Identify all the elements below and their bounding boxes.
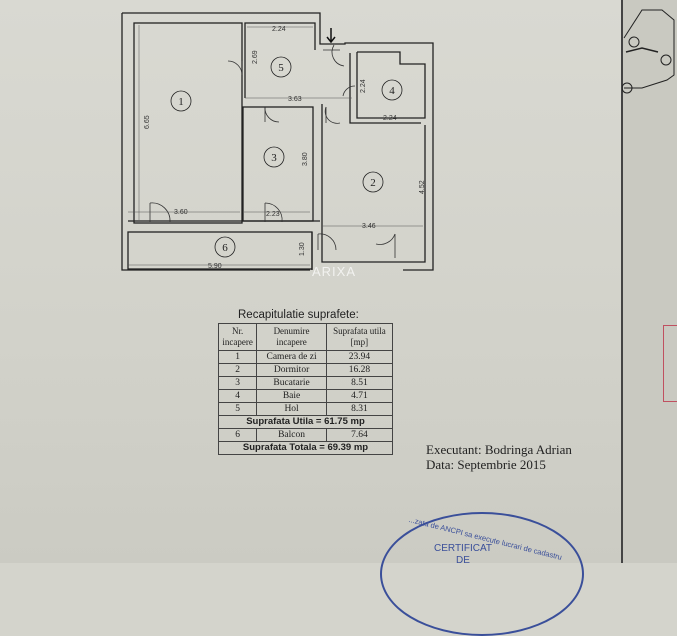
row-name: Dormitor: [256, 363, 327, 377]
dim-dormitor-width: 3.46: [362, 223, 376, 230]
row-area: 16.28: [325, 363, 394, 377]
margin-mark: [663, 325, 677, 402]
doors: [149, 44, 396, 258]
entrance-arrow-icon: [326, 28, 336, 44]
dim-baie-width: 2.24: [383, 115, 397, 122]
table-header-row: Nr. incapere Denumire incapere Suprafata…: [217, 323, 394, 351]
header-nr: Nr. incapere: [217, 323, 258, 351]
dimension-labels: 2.24 2.69 6.65 3.63 2.24 2.24 3.80 4.52 …: [144, 26, 426, 270]
stamp-title: CERTIFICAT DE: [428, 543, 498, 567]
room-numbers: 1 2 3 4 5 6: [170, 56, 403, 258]
header-name: Denumire incapere: [256, 323, 327, 351]
room-number-6: 6: [222, 242, 228, 254]
page-edge: [621, 0, 623, 563]
row-name: Camera de zi: [256, 350, 327, 364]
walls: [121, 12, 434, 271]
row-name: Baie: [256, 389, 327, 403]
room-number-2: 2: [370, 177, 376, 189]
row-area: 23.94: [325, 350, 394, 364]
row-nr: 4: [217, 389, 258, 403]
subtotal-row: Suprafata Utila = 61.75 mp: [218, 415, 393, 429]
room-number-4: 4: [389, 85, 395, 97]
row-area: 8.31: [325, 402, 394, 416]
row-name: Hol: [256, 402, 327, 416]
dim-baie-height: 2.24: [360, 79, 367, 93]
row-nr: 5: [217, 402, 258, 416]
row-nr: 3: [217, 376, 258, 390]
total-row: Suprafata Totala = 69.39 mp: [218, 441, 393, 455]
row-area: 8.51: [325, 376, 394, 390]
executant-block: Executant: Bodringa Adrian Data: Septemb…: [426, 442, 572, 472]
executant-date: Data: Septembrie 2015: [426, 457, 546, 472]
utility-network-sketch: [622, 9, 675, 94]
row-area: 7.64: [325, 428, 394, 442]
row-name: Balcon: [256, 428, 327, 442]
row-nr: 1: [217, 350, 258, 364]
dim-balcon-width: 5.90: [208, 263, 222, 270]
row-nr: 6: [217, 428, 258, 442]
dim-hol-depth: 2.69: [252, 50, 259, 64]
row-nr: 2: [217, 363, 258, 377]
floor-plan: 1 2 3 4 5 6 2.24 2.69 6.65 3.63 2.24 2.2…: [121, 12, 434, 271]
recap-title: Recapitulatie suprafete:: [238, 309, 359, 321]
row-name: Bucatarie: [256, 376, 327, 390]
dim-camera-width: 3.60: [174, 209, 188, 216]
dim-bucatarie-height: 3.80: [302, 152, 309, 166]
watermark: ARIXA: [312, 264, 357, 279]
header-area: Suprafata utila [mp]: [325, 323, 394, 351]
dim-hol-width: 2.24: [272, 26, 286, 33]
document-page: [0, 0, 622, 563]
dim-camera-height: 6.65: [144, 115, 151, 129]
room-number-5: 5: [278, 62, 284, 74]
row-area: 4.71: [325, 389, 394, 403]
room-number-1: 1: [178, 96, 184, 108]
dim-hol-length: 3.63: [288, 96, 302, 103]
executant-name: Executant: Bodringa Adrian: [426, 442, 572, 457]
stamp-title-line2: DE: [456, 555, 470, 566]
recap-table: Nr. incapere Denumire incapere Suprafata…: [217, 323, 394, 455]
stamp-title-line1: CERTIFICAT: [434, 543, 492, 554]
adjacent-page: [623, 0, 677, 563]
dim-dormitor-height: 4.52: [419, 180, 426, 194]
certification-stamp: [380, 512, 584, 636]
dim-bucatarie-width: 2.23: [266, 211, 280, 218]
room-number-3: 3: [271, 152, 277, 164]
dim-balcon-depth: 1.30: [299, 242, 306, 256]
subtotal: Suprafata Utila = 61.75 mp: [218, 415, 393, 429]
dimension-lines: [128, 25, 423, 266]
total: Suprafata Totala = 69.39 mp: [218, 441, 393, 455]
